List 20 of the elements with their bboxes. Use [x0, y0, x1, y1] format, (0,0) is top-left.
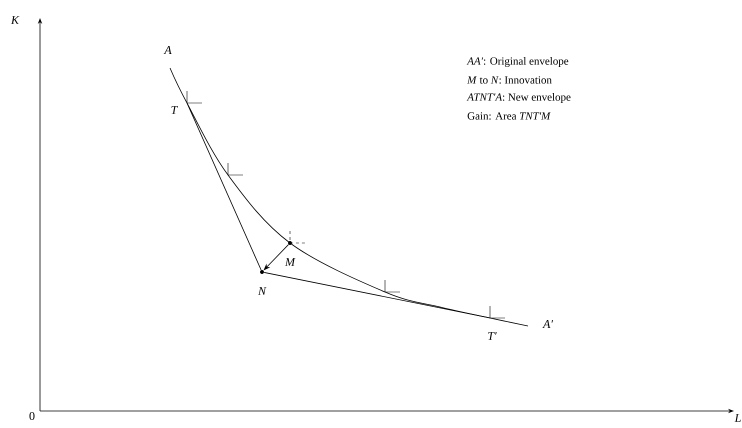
point [260, 270, 264, 274]
line [186, 103, 262, 270]
point-label: M [284, 258, 296, 266]
curve-label: A′ [542, 320, 554, 328]
line [264, 272, 490, 318]
axis-label: 0 [29, 412, 35, 420]
axis-label: K [10, 16, 20, 24]
point-label: T′ [488, 332, 497, 340]
note-text: AA′: Original envelope [466, 57, 568, 67]
note-text: Gain: Area TNT′M [468, 112, 551, 120]
tangent-point-mark [490, 306, 506, 318]
point-label: N [258, 287, 267, 295]
arrow [264, 244, 289, 270]
point-label: T [171, 106, 178, 114]
curve-label: A [164, 46, 172, 54]
note-text: M to N: Innovation [467, 76, 552, 84]
point [288, 241, 292, 245]
tangent-point-mark [186, 90, 202, 104]
note-text: ATNT′A: New envelope [466, 93, 571, 103]
axis-label: L [734, 414, 741, 422]
